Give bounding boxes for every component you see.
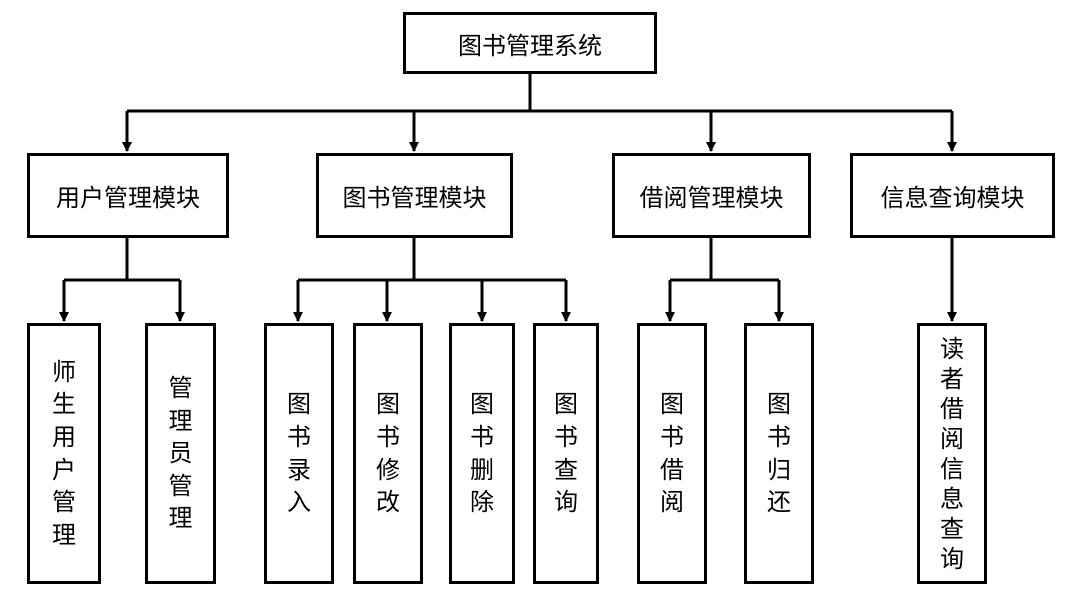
root-node-box: 图书管理系统	[403, 12, 657, 74]
vertical-label-char: 用	[52, 422, 76, 451]
vertical-label-char: 书	[554, 422, 578, 451]
module-info-query-label: 信息查询模块	[880, 184, 1025, 212]
vertical-label-char: 者	[940, 364, 964, 393]
vertical-label-char: 图	[554, 390, 578, 419]
leaf-teacher-student-user-management-box: 师生用户管理	[27, 323, 101, 584]
leaf-teacher-student-user-management-label: 师生用户管理	[52, 356, 76, 552]
vertical-label-char: 阅	[940, 424, 964, 453]
module-user-management-box: 用户管理模块	[27, 153, 229, 238]
module-user-management-label: 用户管理模块	[56, 184, 200, 212]
vertical-label-char: 书	[287, 422, 311, 451]
vertical-label-char: 员	[168, 439, 193, 468]
vertical-label-char: 阅	[660, 488, 684, 517]
leaf-book-delete-label: 图书删除	[470, 388, 494, 519]
vertical-label-char: 修	[376, 455, 400, 484]
leaf-book-delete-box: 图书删除	[449, 323, 515, 584]
vertical-label-char: 生	[52, 390, 76, 419]
root-node-label: 图书管理系统	[458, 31, 602, 60]
vertical-label-char: 询	[940, 544, 964, 573]
vertical-label-char: 理	[168, 406, 193, 435]
vertical-label-char: 借	[660, 455, 684, 484]
leaf-book-return-label: 图书归还	[767, 388, 791, 519]
vertical-label-char: 书	[660, 422, 684, 451]
leaf-book-edit-box: 图书修改	[353, 323, 423, 584]
vertical-label-char: 查	[940, 514, 964, 543]
vertical-label-char: 书	[767, 422, 791, 451]
vertical-label-char: 图	[287, 390, 311, 419]
vertical-label-char: 读	[940, 334, 964, 363]
vertical-label-char: 改	[376, 488, 400, 517]
vertical-label-char: 理	[52, 520, 76, 549]
vertical-label-char: 录	[287, 455, 311, 484]
module-info-query-box: 信息查询模块	[850, 153, 1055, 238]
leaf-book-borrow-box: 图书借阅	[637, 323, 707, 584]
vertical-label-char: 管	[168, 471, 193, 500]
leaf-book-edit-label: 图书修改	[376, 388, 400, 519]
vertical-label-char: 书	[376, 422, 400, 451]
vertical-label-char: 图	[660, 390, 684, 419]
leaf-reader-borrow-info-query-label: 读者借阅信息查询	[940, 334, 964, 574]
module-book-management-box: 图书管理模块	[316, 153, 513, 238]
leaf-admin-management-box: 管理员管理	[145, 323, 216, 584]
vertical-label-char: 入	[287, 488, 311, 517]
leaf-book-query-label: 图书查询	[554, 388, 578, 519]
vertical-label-char: 户	[52, 455, 76, 484]
leaf-admin-management-label: 管理员管理	[169, 372, 193, 535]
leaf-reader-borrow-info-query-box: 读者借阅信息查询	[917, 323, 987, 584]
vertical-label-char: 图	[376, 390, 400, 419]
vertical-label-char: 书	[470, 422, 494, 451]
module-book-management-label: 图书管理模块	[342, 184, 487, 212]
leaf-book-entry-box: 图书录入	[264, 323, 334, 584]
vertical-label-char: 查	[554, 455, 578, 484]
vertical-label-char: 还	[767, 488, 791, 517]
vertical-label-char: 管	[168, 373, 193, 402]
leaf-book-query-box: 图书查询	[533, 323, 599, 584]
vertical-label-char: 询	[554, 488, 578, 517]
vertical-label-char: 除	[470, 488, 494, 517]
vertical-label-char: 信	[940, 454, 964, 483]
vertical-label-char: 管	[52, 488, 76, 517]
vertical-label-char: 图	[767, 390, 791, 419]
vertical-label-char: 图	[470, 390, 494, 419]
vertical-label-char: 理	[168, 504, 193, 533]
vertical-label-char: 师	[52, 357, 76, 386]
leaf-book-entry-label: 图书录入	[287, 388, 311, 519]
vertical-label-char: 删	[470, 455, 494, 484]
leaf-book-borrow-label: 图书借阅	[660, 388, 684, 519]
vertical-label-char: 归	[767, 455, 791, 484]
leaf-book-return-box: 图书归还	[744, 323, 814, 584]
module-borrow-management-box: 借阅管理模块	[612, 153, 811, 238]
vertical-label-char: 借	[940, 394, 964, 423]
vertical-label-char: 息	[940, 484, 964, 513]
module-borrow-management-label: 借阅管理模块	[639, 184, 784, 212]
